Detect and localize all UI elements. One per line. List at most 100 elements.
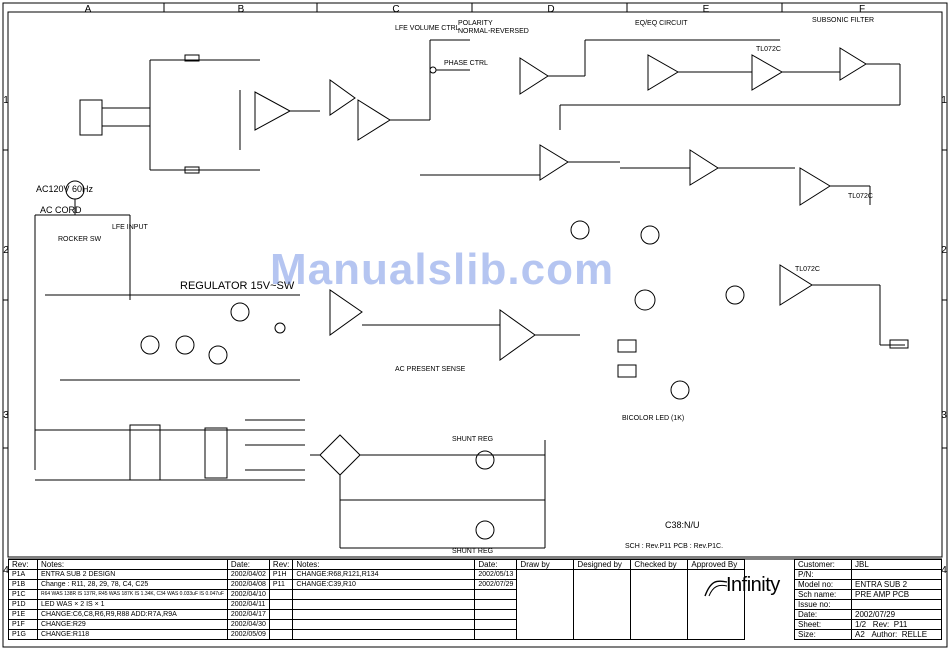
grid-column-label: D bbox=[547, 4, 555, 15]
shunt-reg-label: SHUNT REG bbox=[452, 548, 494, 555]
ac-present-sense-label: AC PRESENT SENSE bbox=[395, 366, 466, 373]
revision-date: 2002/04/02 bbox=[226, 569, 270, 580]
revision-date: 2002/04/08 bbox=[226, 579, 270, 590]
revision-header: Checked by bbox=[630, 559, 689, 570]
title-field-label: Model no: bbox=[794, 579, 852, 590]
ac-input-label: AC120V 60Hz bbox=[36, 184, 94, 194]
ic-label: TL072C bbox=[795, 266, 820, 273]
grid-row-label: 4 bbox=[3, 565, 9, 576]
rev-label: Rev: bbox=[872, 620, 890, 629]
revision-header: Draw by bbox=[516, 559, 575, 570]
bicolor-led-label: BICOLOR LED (1K) bbox=[622, 415, 685, 422]
size-label: Size: bbox=[794, 629, 852, 640]
note-c38: C38:N/U bbox=[665, 520, 700, 530]
grid-row-label: 1 bbox=[3, 95, 9, 106]
title-field-label: Date: bbox=[794, 609, 852, 620]
grid-column-label: E bbox=[702, 4, 710, 15]
revision-note: R64 WAS 138R IS 137R, R45 WAS 187K IS 1.… bbox=[37, 589, 228, 600]
revision-header: Rev: bbox=[8, 559, 38, 570]
revision-note: CHANGE:R118 bbox=[37, 629, 228, 640]
rocker-switch-label: ROCKER SW bbox=[58, 236, 102, 243]
table-row: P1E CHANGE:C6,C8,R6,R9,R88 ADD:R7A,R9A 2… bbox=[8, 609, 745, 620]
grid-row-label: 3 bbox=[3, 410, 9, 421]
revision-header: Rev: bbox=[268, 559, 294, 570]
author-label: Author: bbox=[871, 630, 898, 639]
revision-table: Rev: Notes: Date: Rev: Notes: Date: Draw… bbox=[8, 559, 942, 646]
phase-ctrl-label: PHASE CTRL bbox=[444, 60, 488, 67]
table-row: P1C R64 WAS 138R IS 137R, R45 WAS 187K I… bbox=[8, 589, 745, 600]
sheet-label: Sheet: bbox=[794, 619, 852, 630]
ic-label: TL072C bbox=[756, 46, 781, 53]
grid-column-label: F bbox=[858, 4, 866, 15]
revision-id: P1D bbox=[8, 599, 38, 610]
grid-row-label: 2 bbox=[941, 245, 947, 256]
revision-id: P1A bbox=[8, 569, 38, 580]
title-block: Customer: JBL P/N: Model no: ENTRA SUB 2… bbox=[794, 559, 942, 646]
lfe-input-label: LFE INPUT bbox=[112, 224, 148, 231]
revision-header: Notes: bbox=[292, 559, 476, 570]
revision-header: Date: bbox=[474, 559, 518, 570]
revision-note: CHANGE:R68,R121,R134 bbox=[292, 569, 476, 580]
watermark-text: Manualslib.com bbox=[270, 245, 615, 294]
sheet-value: 1/2 bbox=[855, 620, 867, 629]
table-row: P1B Change : R11, 28, 29, 78, C4, C25 20… bbox=[8, 579, 745, 590]
regulator-label: REGULATOR 15V~SW bbox=[180, 280, 295, 292]
title-field-value bbox=[851, 569, 942, 580]
title-field-label: Customer: bbox=[794, 559, 852, 570]
grid-row-label: 3 bbox=[941, 410, 947, 421]
revision-id: P1B bbox=[8, 579, 38, 590]
revision-header: Date: bbox=[226, 559, 270, 570]
title-field-label: Sch name: bbox=[794, 589, 852, 600]
revision-note: CHANGE:R29 bbox=[37, 619, 228, 630]
revision-id: P11 bbox=[268, 579, 294, 590]
ac-cord-label: AC CORD bbox=[40, 205, 82, 215]
grid-column-label: C bbox=[392, 4, 400, 15]
revision-id: P1C bbox=[8, 589, 38, 600]
revision-date: 2002/04/11 bbox=[226, 599, 270, 610]
revision-note: Change : R11, 28, 29, 78, C4, C25 bbox=[37, 579, 228, 590]
grid-row-label: 2 bbox=[3, 245, 9, 256]
revision-date: 2002/05/13 bbox=[474, 569, 518, 580]
table-row: P1G CHANGE:R118 2002/05/09 bbox=[8, 629, 745, 640]
revision-date: 2002/07/29 bbox=[474, 579, 518, 590]
revision-note: CHANGE:C39,R10 bbox=[292, 579, 476, 590]
revision-date: 2002/04/30 bbox=[226, 619, 270, 630]
author-value: RELLE bbox=[901, 630, 928, 639]
revision-id: P1E bbox=[8, 609, 38, 620]
table-row: P1A ENTRA SUB 2 DESIGN 2002/04/02 P1H CH… bbox=[8, 569, 746, 640]
revision-header: Designed by bbox=[573, 559, 632, 570]
revision-header: Approved By bbox=[687, 559, 746, 570]
grid-column-label: B bbox=[237, 4, 245, 15]
revision-id: P1F bbox=[8, 619, 38, 630]
revision-header: Notes: bbox=[37, 559, 228, 570]
shunt-reg-label: SHUNT REG bbox=[452, 436, 494, 443]
brand-name: Infinity bbox=[726, 574, 780, 596]
revision-id: P1G bbox=[8, 629, 38, 640]
revision-note: ENTRA SUB 2 DESIGN bbox=[37, 569, 228, 580]
title-field-value: JBL bbox=[851, 559, 942, 570]
revision-id: P1H bbox=[268, 569, 294, 580]
title-field-value: ENTRA SUB 2 bbox=[851, 579, 942, 590]
rev-value: P11 bbox=[893, 620, 908, 629]
polarity-mode-label: NORMAL-REVERSED bbox=[458, 28, 529, 35]
subsonic-filter-label: SUBSONIC FILTER bbox=[812, 17, 875, 24]
eq-circuit-label: EQ/EQ CIRCUIT bbox=[635, 20, 688, 27]
revision-date: 2002/04/17 bbox=[226, 609, 270, 620]
grid-row-label: 1 bbox=[941, 95, 947, 106]
revision-date: 2002/05/09 bbox=[226, 629, 270, 640]
infinity-logo-icon bbox=[704, 580, 728, 597]
title-field-label: Issue no: bbox=[794, 599, 852, 610]
grid-column-label: A bbox=[84, 4, 92, 15]
revision-note: CHANGE:C6,C8,R6,R9,R88 ADD:R7A,R9A bbox=[37, 609, 228, 620]
note-sch-rev: SCH : Rev.P11 PCB : Rev.P1C. bbox=[625, 543, 724, 550]
revision-date: 2002/04/10 bbox=[226, 589, 270, 600]
title-field-label: P/N: bbox=[794, 569, 852, 580]
size-value: A2 bbox=[855, 630, 865, 639]
lfe-volume-label: LFE VOLUME CTRL bbox=[395, 25, 460, 32]
polarity-label: POLARITY bbox=[458, 20, 493, 27]
grid-row-label: 4 bbox=[941, 565, 947, 576]
revision-note: LED WAS × 2 IS × 1 bbox=[37, 599, 228, 610]
title-field-value: PRE AMP PCB bbox=[851, 589, 942, 600]
